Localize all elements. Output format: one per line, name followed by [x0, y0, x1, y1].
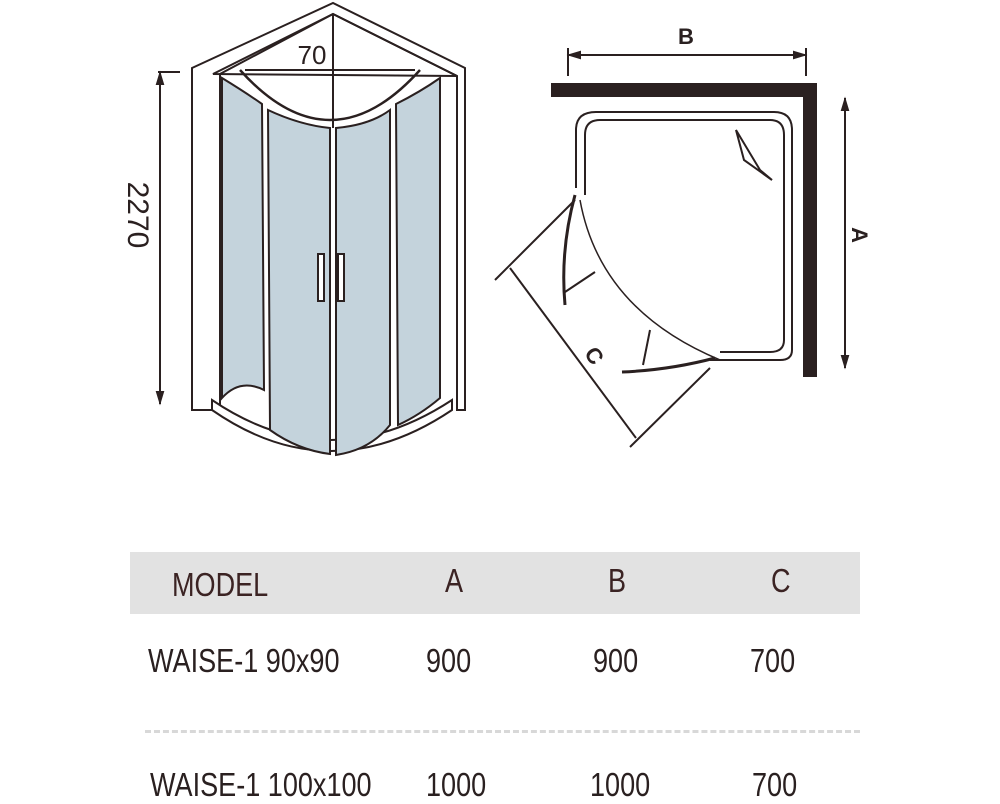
- table-header: [130, 552, 860, 614]
- door-dimension-line: [509, 267, 637, 439]
- header-a: A: [445, 562, 464, 599]
- front-view: [155, 1, 466, 457]
- plan-view: [494, 48, 850, 448]
- row-1-a: 900: [426, 642, 472, 679]
- height-label: 2270: [121, 182, 154, 249]
- door-label: C: [579, 342, 609, 369]
- row-1-c: 700: [750, 642, 796, 679]
- header-c: C: [771, 562, 791, 599]
- row-separator: [145, 730, 860, 733]
- row-2-model: WAISE-1 100x100: [150, 766, 372, 803]
- row-1-model: WAISE-1 90x90: [148, 642, 340, 679]
- row-1-b: 900: [593, 642, 639, 679]
- depth-label: 70: [298, 40, 327, 70]
- depth-label-a: A: [847, 227, 872, 243]
- header-b: B: [608, 562, 627, 599]
- width-label: B: [678, 24, 694, 49]
- row-2-c: 700: [752, 766, 798, 803]
- header-model: MODEL: [172, 566, 269, 603]
- row-2-b: 1000: [590, 766, 651, 803]
- row-2-a: 1000: [426, 766, 487, 803]
